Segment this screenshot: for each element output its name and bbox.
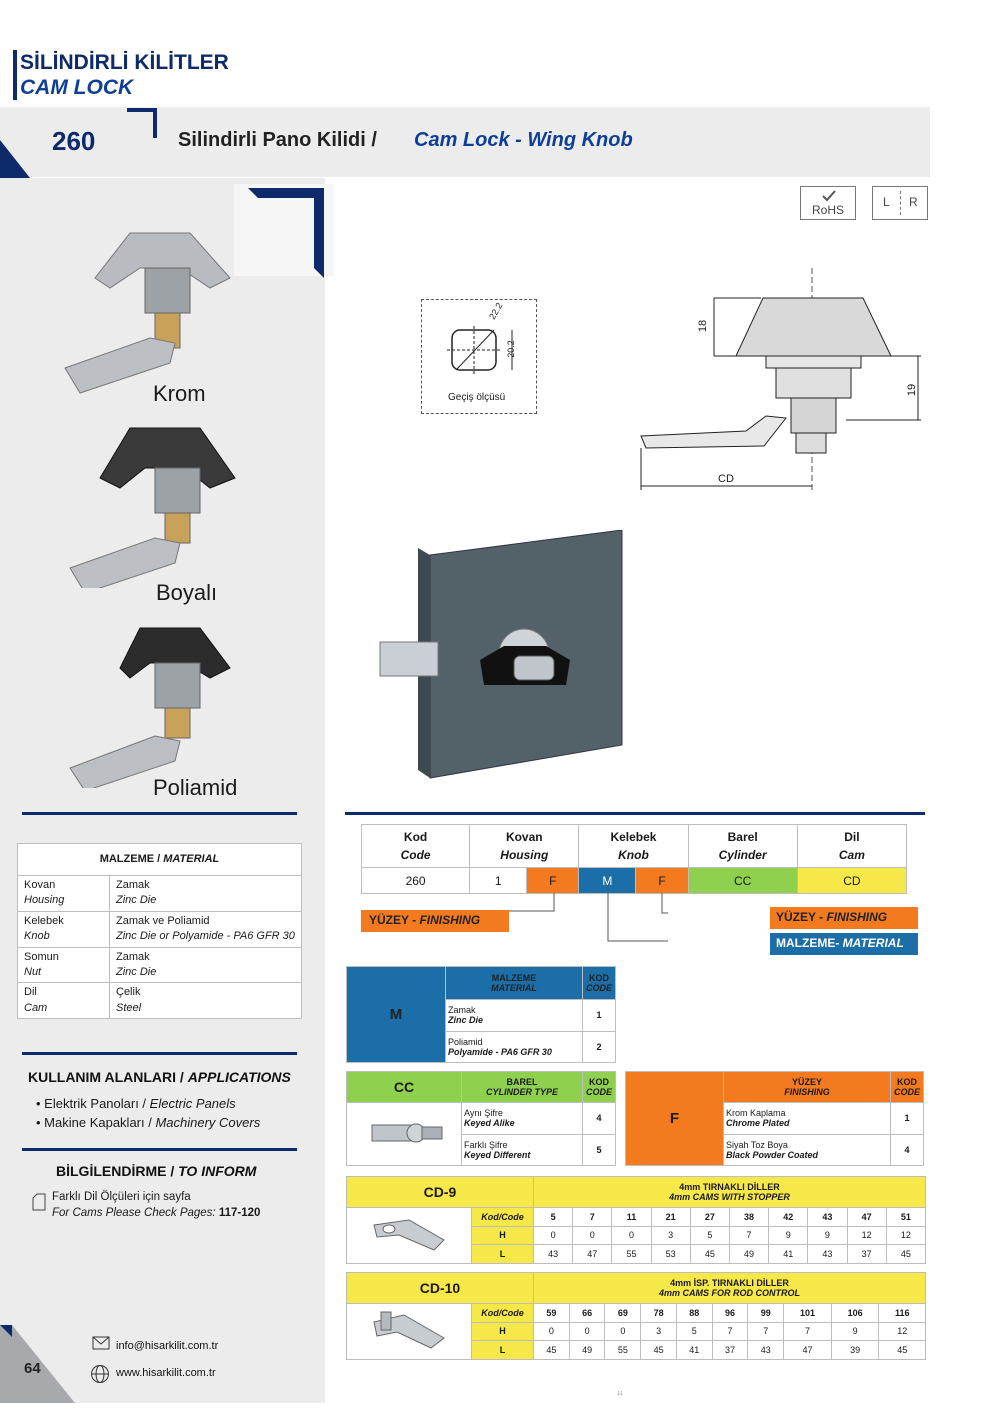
left-panel [0,178,325,1403]
finishing-label-1: YÜZEY - FINISHING [361,910,509,932]
chrome-lock-image [64,232,231,394]
panel-render-image [379,530,623,779]
product-name-en: Cam Lock - Wing Knob [414,129,633,151]
key-cylinder-image [371,1123,443,1143]
variant-poliamid: Poliamid [153,775,238,800]
category-title-tr: SİLİNDİRLİ KİLİTLER [20,51,229,74]
dim-18: 18 [697,319,710,333]
page-corner-shape [0,1325,75,1403]
product-code: 260 [52,126,96,156]
email-link[interactable]: info@hisarkilit.com.tr [116,1340,219,1352]
variant-boyali: Boyalı [156,580,218,605]
dim-22-2: 22.2 [487,300,505,322]
dim-19: 19 [906,383,919,397]
variant-krom: Krom [153,381,206,406]
email-icon [92,1336,110,1350]
corner-triangle [0,140,30,178]
cd9-cam-image [373,1218,445,1251]
title-accent [13,50,17,100]
cd10-cam-image [373,1311,445,1349]
globe-icon [91,1365,109,1383]
website-link[interactable]: www.hisarkilit.com.tr [116,1367,216,1379]
dim-20-2: 20.2 [505,340,516,358]
technical-drawing [640,268,921,493]
dim-cd: CD [718,473,734,485]
painted-lock-image [69,427,236,588]
divider [345,812,925,815]
material-label: MALZEME- MATERIAL [770,933,918,955]
corner-bracket-large [248,188,324,278]
cutout-label: Geçiş ölçüsü [448,392,506,403]
page-icon [32,1193,46,1211]
polyamide-lock-image [69,627,231,788]
applications-title: KULLANIM ALANLARI / APPLICATIONS [28,1069,291,1085]
rohs-badge: RoHS [800,186,856,220]
list-item: • Makine Kapakları / Machinery Covers [36,1115,261,1130]
page-number: 64 [24,1360,41,1377]
product-name-tr: Silindirli Pano Kilidi / [178,129,377,151]
connector-lines [508,893,668,942]
divider [22,1052,297,1055]
quote-mark: “ [617,1388,623,1408]
divider [22,1148,297,1151]
divider [22,812,297,815]
check-icon [822,190,836,202]
cutout-drawing: 22.2 20.2 Geçiş ölçüsü [421,299,537,414]
inform-title: BİLGİLENDİRME / TO INFORM [56,1163,257,1179]
applications-list: • Elektrik Panoları / Electric Panels • … [36,1094,260,1132]
list-item: • Elektrik Panoları / Electric Panels [36,1096,236,1111]
corner-bracket [127,108,157,138]
category-title-en: CAM LOCK [20,76,134,99]
finishing-label-2: YÜZEY - FINISHING [770,907,918,929]
